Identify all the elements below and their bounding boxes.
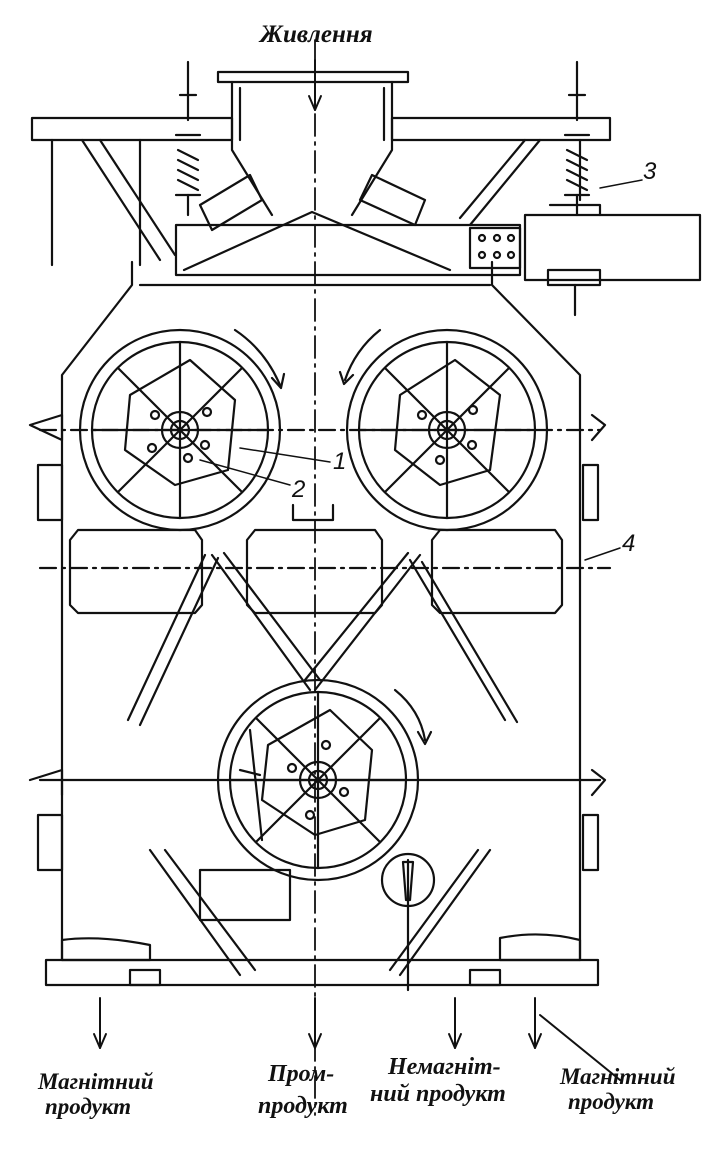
spring-suspension-left	[174, 60, 202, 217]
top-frame	[30, 116, 612, 267]
callout-2: 2	[292, 476, 306, 503]
callout-leaders	[199, 179, 643, 561]
magnetic-product-right-label-2: продукт	[568, 1089, 655, 1114]
callout-1: 1	[333, 448, 347, 475]
small-pipe	[380, 852, 436, 992]
output-arrows	[93, 997, 621, 1081]
nonmagnetic-label-2: ний продукт	[370, 1081, 506, 1107]
lower-roll	[216, 678, 420, 882]
feed-distributor	[174, 173, 522, 277]
upper-left-roll	[78, 328, 282, 532]
middle-chambers	[38, 503, 612, 615]
callout-4: 4	[622, 530, 636, 557]
magnetic-product-right-label-1: Магнітний	[560, 1064, 676, 1089]
feed-hopper	[216, 70, 410, 217]
middling-label-1: Пром-	[268, 1061, 335, 1087]
callout-3: 3	[643, 158, 657, 185]
feed-label: Живлення	[260, 21, 373, 48]
nonmagnetic-label-1: Немагніт-	[388, 1054, 501, 1080]
middling-label-2: продукт	[258, 1093, 348, 1119]
magnetic-product-left-label-2: продукт	[45, 1094, 132, 1119]
discharge-chutes	[60, 848, 582, 987]
upper-right-roll	[345, 328, 549, 532]
magnetic-product-left-label-1: Магнітний	[38, 1069, 154, 1094]
guide-plates	[126, 551, 519, 727]
spring-suspension-right	[563, 60, 591, 217]
feed-arrow	[308, 59, 322, 111]
rotation-arrows	[233, 328, 433, 746]
drive-motor	[523, 203, 702, 317]
